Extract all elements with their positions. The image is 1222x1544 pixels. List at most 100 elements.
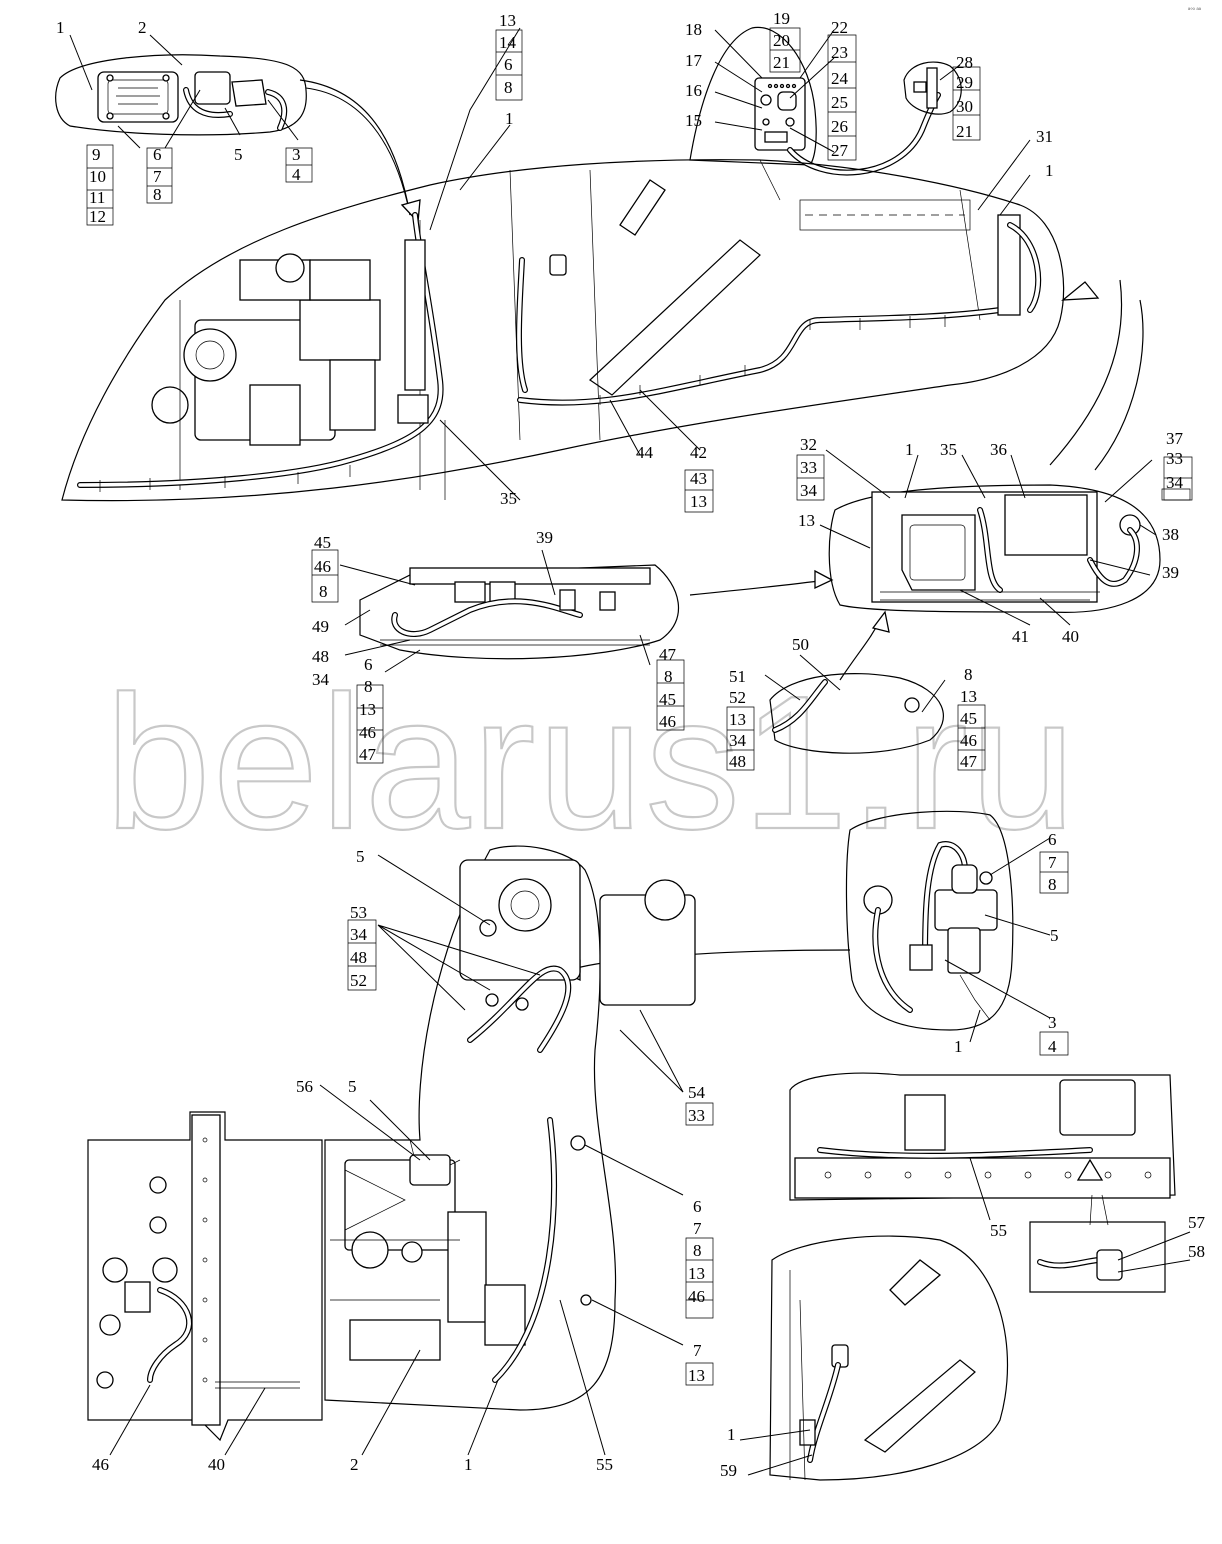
callout-30: 30 xyxy=(956,97,973,116)
callout-26: 26 xyxy=(831,117,848,136)
callout-24: 24 xyxy=(831,69,849,88)
callout-27: 27 xyxy=(831,141,849,160)
callout-6b: 6 xyxy=(504,55,513,74)
callout-32: 32 xyxy=(800,435,817,454)
callout-46c: 46 xyxy=(659,712,676,731)
callout-59: 59 xyxy=(720,1461,737,1480)
callout-31: 31 xyxy=(1036,127,1053,146)
callout-53: 53 xyxy=(350,903,367,922)
inset-detail-top-left xyxy=(55,54,421,224)
callout-6d: 6 xyxy=(1048,830,1057,849)
callout-8a: 8 xyxy=(153,185,162,204)
callout-5b: 5 xyxy=(356,847,365,866)
callout-7d: 7 xyxy=(693,1341,702,1360)
inset-cab-lower xyxy=(769,1235,1009,1481)
callout-1g: 1 xyxy=(727,1425,736,1444)
inset-middle-right xyxy=(828,484,1161,613)
callout-47b: 47 xyxy=(659,645,677,664)
callout-46a: 46 xyxy=(314,557,331,576)
callout-3a: 3 xyxy=(292,145,301,164)
callout-23: 23 xyxy=(831,43,848,62)
callout-7c: 7 xyxy=(693,1219,702,1238)
callout-39b: 39 xyxy=(536,528,553,547)
callout-19: 19 xyxy=(773,9,790,28)
inset-small-bracket xyxy=(769,610,944,754)
callout-44: 44 xyxy=(636,443,654,462)
callout-33b: 33 xyxy=(1166,449,1183,468)
callout-52b: 52 xyxy=(350,971,367,990)
callout-8e: 8 xyxy=(664,667,673,686)
callout-35b: 35 xyxy=(940,440,957,459)
callout-33a: 33 xyxy=(800,458,817,477)
callout-58: 58 xyxy=(1188,1242,1205,1261)
callout-3b: 3 xyxy=(1048,1013,1057,1032)
callout-47c: 47 xyxy=(960,752,978,771)
callout-37: 37 xyxy=(1166,429,1184,448)
callout-34b: 34 xyxy=(1166,473,1184,492)
callout-22: 22 xyxy=(831,18,848,37)
callout-8d: 8 xyxy=(364,677,373,696)
callout-7a: 7 xyxy=(153,167,162,186)
callout-34a: 34 xyxy=(800,481,818,500)
callout-17: 17 xyxy=(685,51,703,70)
callout-11: 11 xyxy=(89,188,105,207)
callout-28: 28 xyxy=(956,53,973,72)
callout-4b: 4 xyxy=(1048,1037,1057,1056)
callout-13e: 13 xyxy=(729,710,746,729)
callout-8c: 8 xyxy=(319,582,328,601)
callout-52a: 52 xyxy=(729,688,746,707)
callout-boxes xyxy=(86,27,1193,1386)
callout-40b: 40 xyxy=(208,1455,225,1474)
callout-35a: 35 xyxy=(500,489,517,508)
callout-6e: 6 xyxy=(693,1197,702,1216)
callout-13c: 13 xyxy=(798,511,815,530)
callout-13a: 13 xyxy=(499,11,516,30)
main-view-lower xyxy=(87,845,696,1442)
callout-34c: 34 xyxy=(312,670,330,689)
callout-57: 57 xyxy=(1188,1213,1206,1232)
corner-mark: ª°º ªª xyxy=(1188,7,1202,14)
callout-7b: 7 xyxy=(1048,853,1057,872)
watermark: belarus1.ru xyxy=(105,657,1078,869)
callout-8g: 8 xyxy=(1048,875,1057,894)
callout-40a: 40 xyxy=(1062,627,1079,646)
inset-middle-left xyxy=(359,564,834,660)
callout-49: 49 xyxy=(312,617,329,636)
callout-5c: 5 xyxy=(1050,926,1059,945)
callout-6c: 6 xyxy=(364,655,373,674)
callout-1d: 1 xyxy=(905,440,914,459)
callout-46d: 46 xyxy=(960,731,977,750)
callout-48c: 48 xyxy=(350,948,367,967)
callout-4a: 4 xyxy=(292,165,301,184)
inset-frame-right xyxy=(789,1072,1176,1293)
callout-labels: 1 2 9 10 11 12 6 7 8 5 3 4 13 14 6 8 1 1… xyxy=(56,9,1206,1480)
callout-54: 54 xyxy=(688,1083,706,1102)
callout-21b: 21 xyxy=(956,122,973,141)
callout-39a: 39 xyxy=(1162,563,1179,582)
callout-51: 51 xyxy=(729,667,746,686)
callout-45b: 45 xyxy=(659,690,676,709)
callout-33c: 33 xyxy=(688,1106,705,1125)
callout-8f: 8 xyxy=(964,665,973,684)
callout-1c: 1 xyxy=(1045,161,1054,180)
callout-2b: 2 xyxy=(350,1455,359,1474)
callout-18: 18 xyxy=(685,20,702,39)
callout-43: 43 xyxy=(690,469,707,488)
callout-13f: 13 xyxy=(960,687,977,706)
callout-34d: 34 xyxy=(729,731,747,750)
callout-45c: 45 xyxy=(960,709,977,728)
callout-46f: 46 xyxy=(92,1455,109,1474)
callout-25: 25 xyxy=(831,93,848,112)
callout-13d: 13 xyxy=(359,700,376,719)
callout-1f: 1 xyxy=(464,1455,473,1474)
callout-1b: 1 xyxy=(505,109,514,128)
callout-5d: 5 xyxy=(348,1077,357,1096)
callout-50: 50 xyxy=(792,635,809,654)
callout-1a: 1 xyxy=(56,18,65,37)
callout-20: 20 xyxy=(773,31,790,50)
callout-13h: 13 xyxy=(688,1366,705,1385)
callout-45a: 45 xyxy=(314,533,331,552)
callout-56: 56 xyxy=(296,1077,313,1096)
inset-detail-control-panel xyxy=(689,26,962,176)
